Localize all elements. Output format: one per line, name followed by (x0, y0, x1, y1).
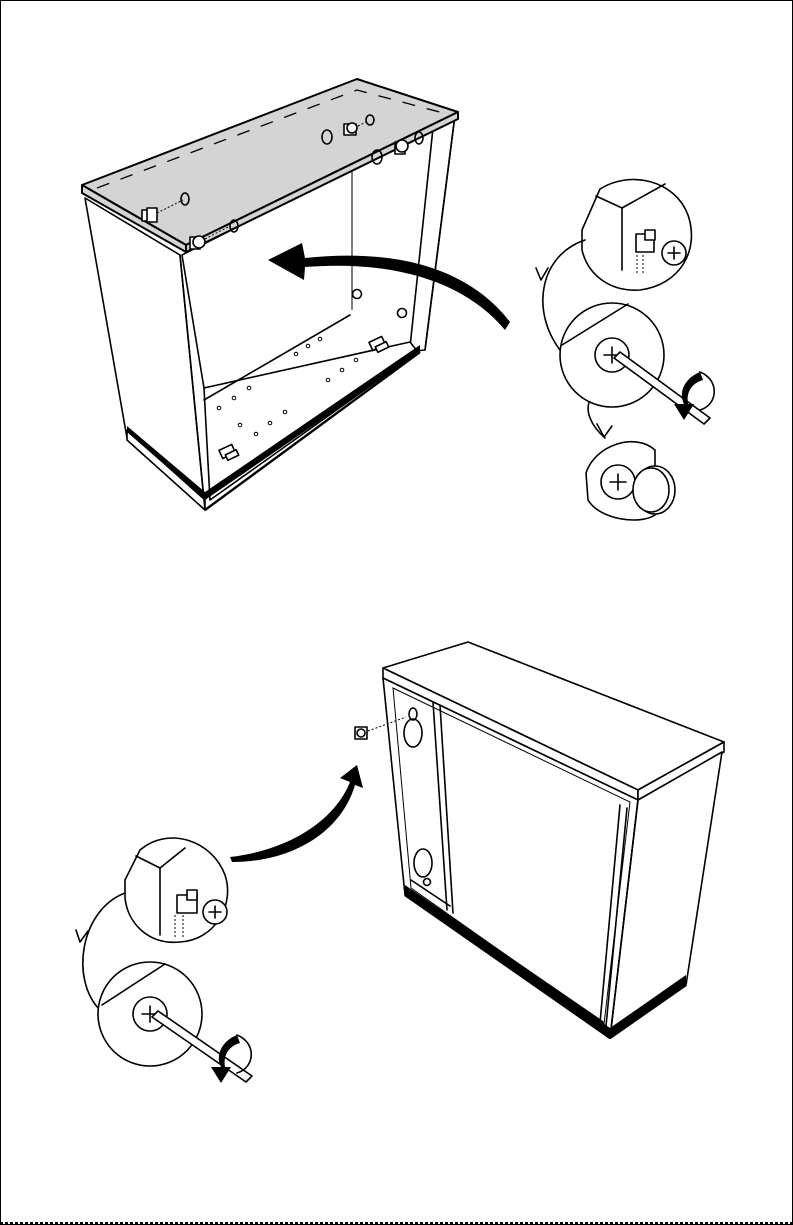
curved-arrow-icon (230, 765, 363, 862)
cam-lock-small (424, 879, 431, 886)
cam-detail-callout (125, 838, 228, 942)
step-1-group (82, 79, 714, 520)
cam-teeth (645, 230, 655, 240)
cam-detail-callout (582, 180, 691, 291)
cabinet-back-view-icon (355, 642, 724, 1038)
screwdriver-detail-callout (560, 303, 714, 424)
cam-teeth (187, 890, 197, 900)
edge-line (160, 848, 185, 868)
detail-circle (125, 838, 228, 942)
edge-line (136, 856, 160, 868)
step-2-group (76, 642, 724, 1083)
cover-cap-face (633, 468, 669, 512)
arrowhead (597, 424, 612, 437)
cover-cap-detail-callout (586, 442, 675, 520)
edge-line (622, 184, 665, 208)
rotation-arrow-icon (700, 372, 714, 410)
cabinet-carcass-icon (82, 79, 458, 510)
edge-line (596, 196, 622, 208)
screwdriver-detail-callout (98, 962, 252, 1083)
